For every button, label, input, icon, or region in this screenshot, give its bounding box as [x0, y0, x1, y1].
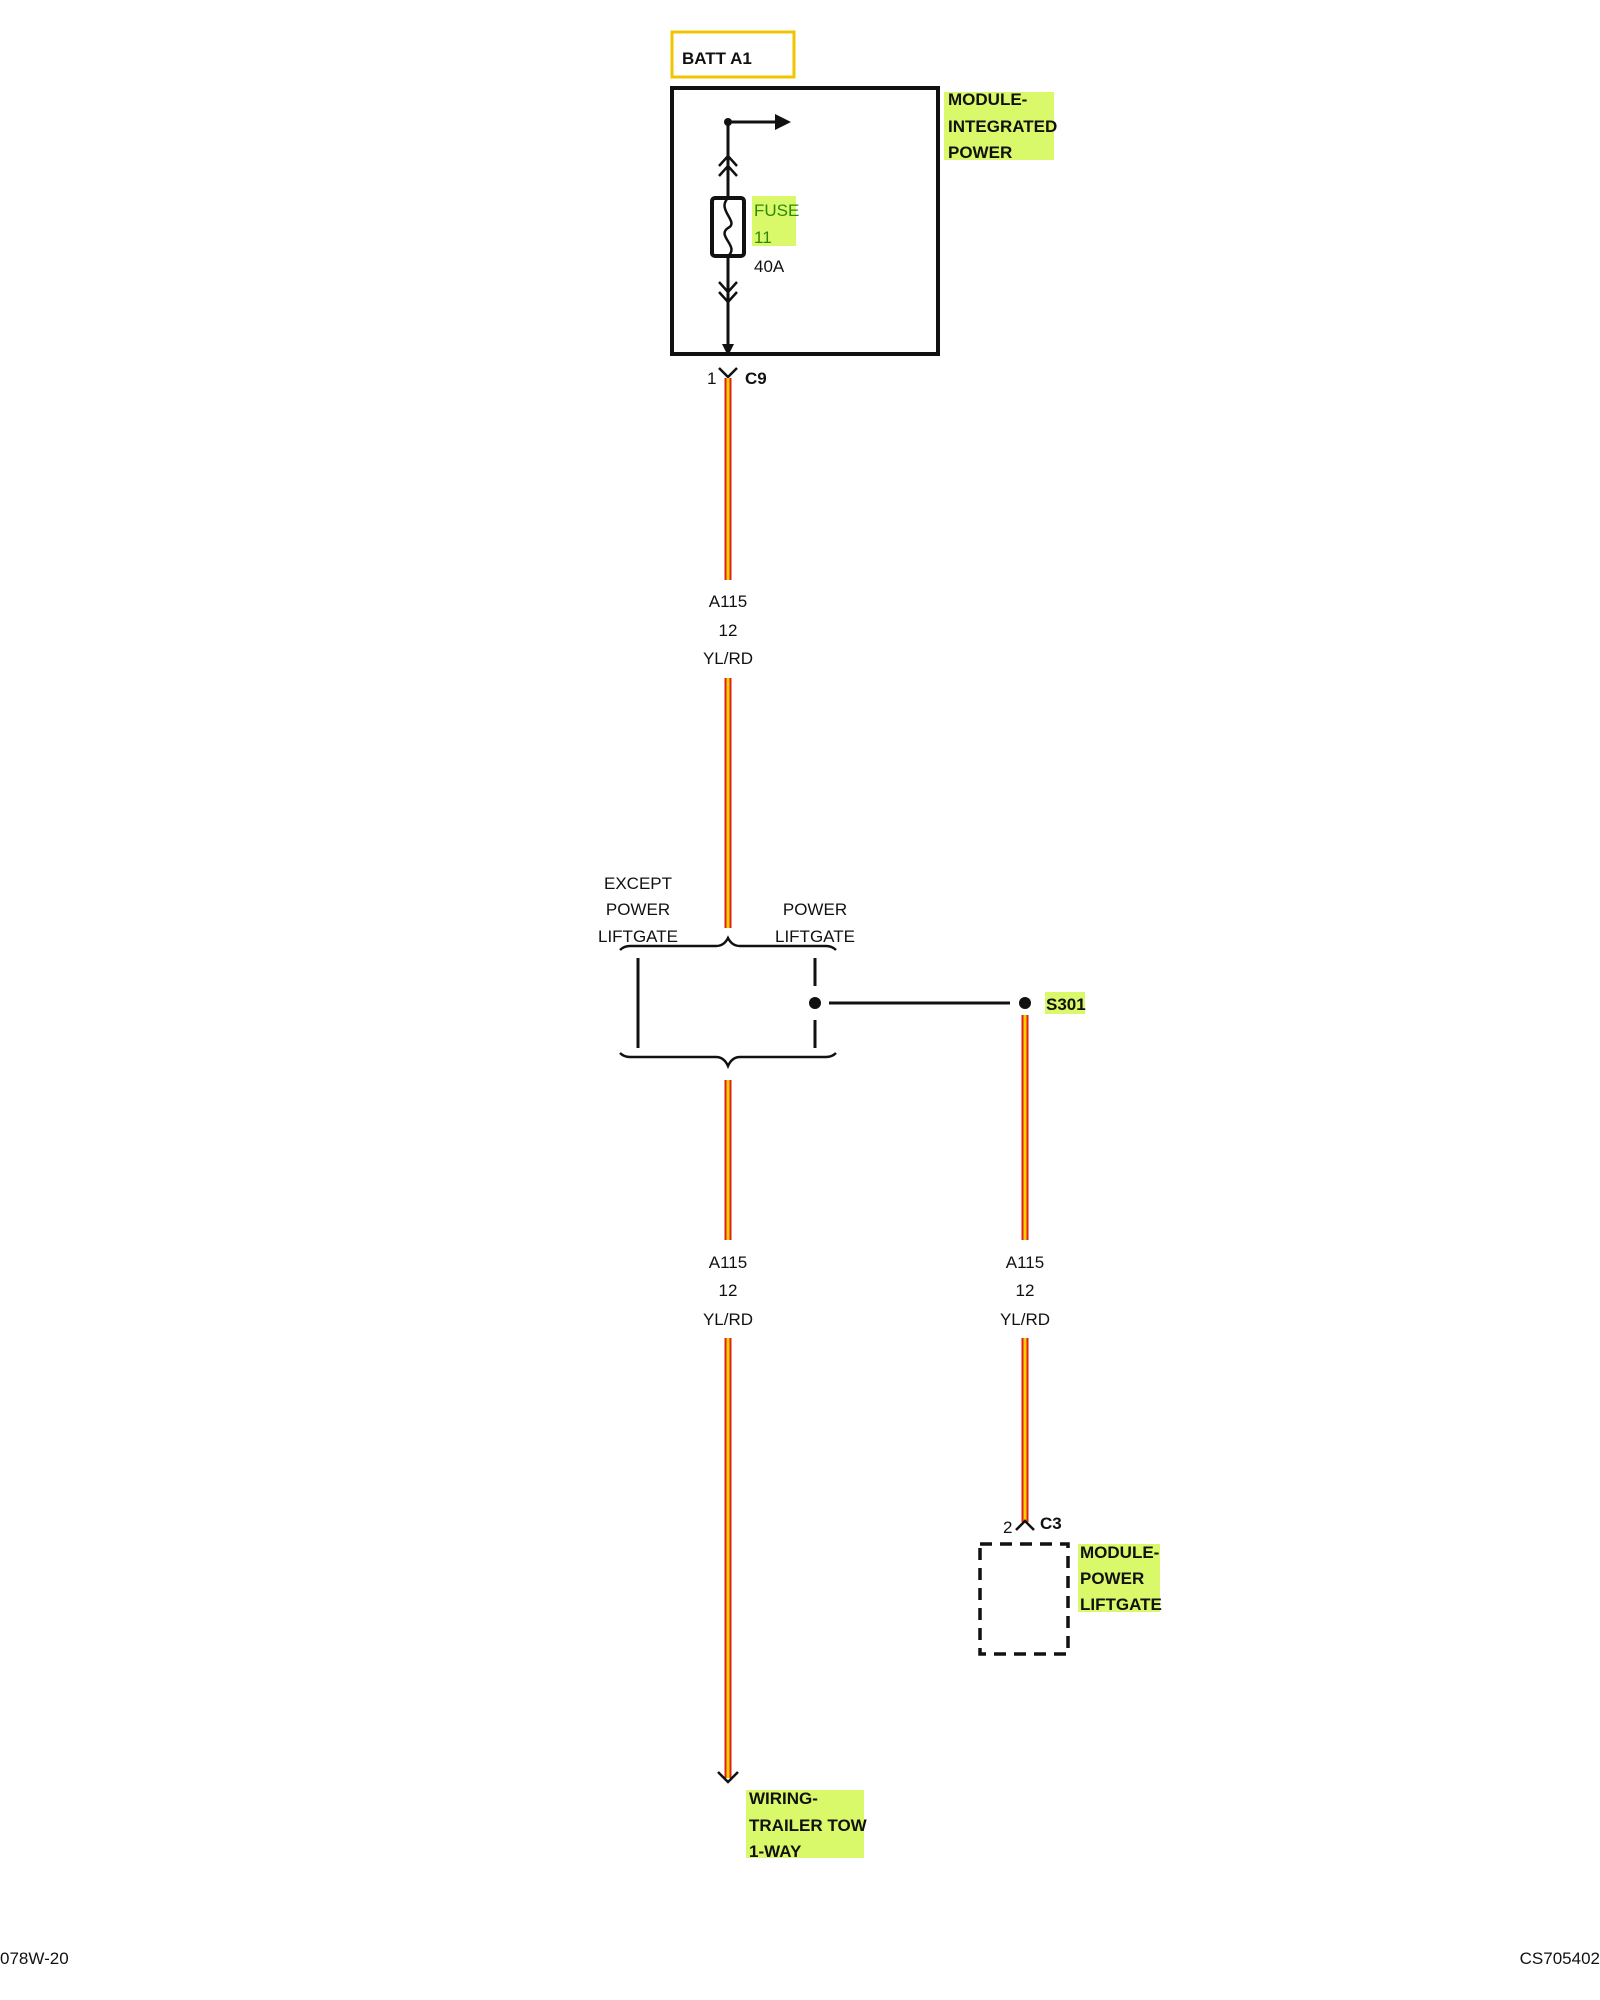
wire-right-color: YL/RD	[1000, 1310, 1050, 1329]
wire-top-gauge: 12	[719, 621, 738, 640]
fuse-top-connector-icon	[718, 154, 738, 177]
fuse-highlight	[752, 196, 796, 246]
option-node	[809, 997, 821, 1009]
wire-left-gauge: 12	[719, 1281, 738, 1300]
option-left-line3: LIFTGATE	[598, 927, 678, 946]
fuse-element-icon	[723, 197, 733, 257]
trailer-line2: TRAILER TOW	[749, 1816, 868, 1835]
c3-name: C3	[1040, 1514, 1062, 1533]
option-right-line2: LIFTGATE	[775, 927, 855, 946]
c3-pin: 2	[1003, 1518, 1012, 1537]
trailer-connector-icon	[717, 1771, 739, 1784]
integrated-power-module-box	[670, 86, 940, 356]
c9-pin: 1	[707, 369, 716, 388]
wire-top-circuit: A115	[709, 592, 747, 611]
wire-top-color: YL/RD	[703, 649, 753, 668]
integrated-module-line3: POWER	[948, 143, 1012, 162]
option-left-line1: EXCEPT	[604, 874, 672, 893]
splice-highlight	[1045, 992, 1085, 1014]
option-brace-bottom	[619, 1052, 837, 1070]
batt-label-box	[670, 30, 796, 79]
integrated-module-highlight	[944, 92, 1054, 160]
footer-right: CS705402	[1520, 1949, 1600, 1968]
option-left-line2: POWER	[606, 900, 670, 919]
c9-name: C9	[745, 369, 767, 388]
integrated-module-line2: INTEGRATED	[948, 117, 1057, 136]
wire-right-circuit: A115	[1006, 1253, 1044, 1272]
module-exit-arrow-icon	[722, 344, 734, 356]
fuse-rating: 40A	[754, 257, 785, 276]
wire-left-color: YL/RD	[703, 1310, 753, 1329]
splice-name: S301	[1046, 995, 1086, 1014]
option-right-line1: POWER	[783, 900, 847, 919]
trailer-line3: 1-WAY	[749, 1842, 802, 1861]
liftgate-module-line1: MODULE-	[1080, 1543, 1159, 1562]
footer-left: 078W-20	[0, 1949, 69, 1968]
wire-left-circuit: A115	[709, 1253, 747, 1272]
fuse-label-line1: FUSE	[754, 201, 799, 220]
fuse-label-line2: 11	[754, 228, 772, 247]
option-brace-top	[619, 935, 837, 951]
splice-dot	[1019, 997, 1031, 1009]
c3-connector-icon	[1015, 1519, 1035, 1531]
liftgate-module-box	[978, 1542, 1070, 1656]
integrated-module-line1: MODULE-	[948, 90, 1027, 109]
liftgate-module-line3: LIFTGATE	[1080, 1595, 1162, 1614]
trailer-line1: WIRING-	[749, 1789, 818, 1808]
wire-right-gauge: 12	[1016, 1281, 1035, 1300]
batt-label: BATT A1	[682, 49, 752, 68]
liftgate-module-line2: POWER	[1080, 1569, 1144, 1588]
c9-connector-icon	[718, 367, 738, 379]
bus-arrow-icon	[775, 114, 791, 130]
liftgate-module-highlight	[1078, 1544, 1160, 1612]
trailer-highlight	[746, 1790, 864, 1858]
